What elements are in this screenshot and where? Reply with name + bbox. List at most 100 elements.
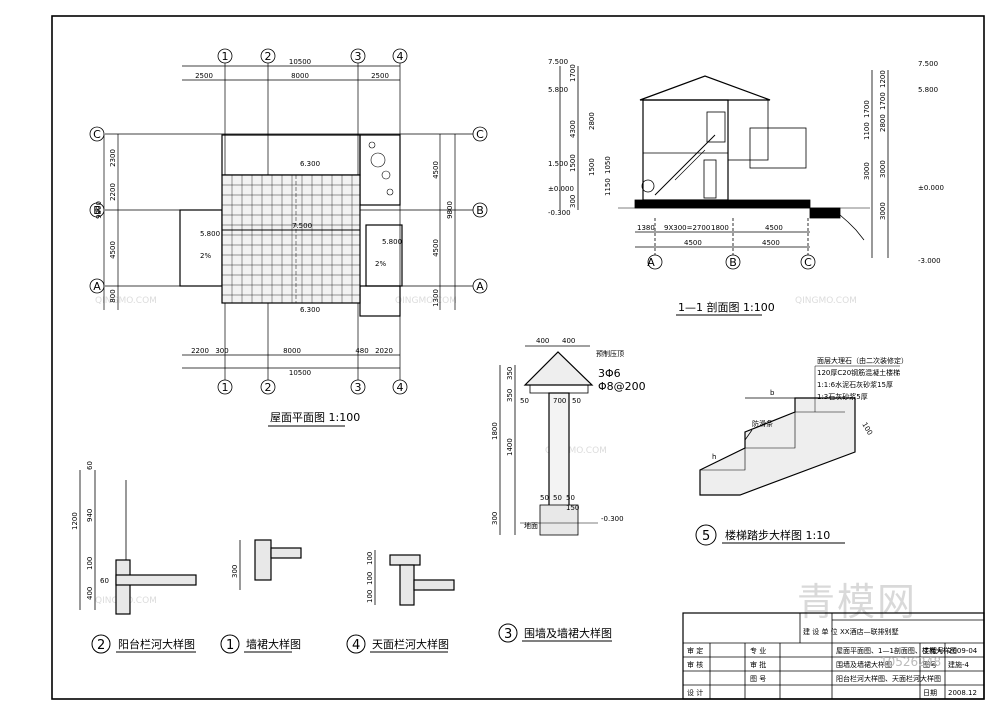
dim-text: 1200 — [879, 70, 887, 88]
title-block-text: 审 定 审 核 设 计 专 业 审 批 图 号 建 设 单 位 XX酒店—联排别… — [687, 627, 978, 697]
dim-text: 100 — [366, 590, 374, 603]
dim-text: 300 — [215, 347, 228, 355]
axis-label: B — [93, 204, 101, 217]
axis-label: 3 — [355, 381, 362, 394]
dim-text: 940 — [86, 509, 94, 522]
level-text: 5.800 — [918, 86, 938, 94]
dim-text: 400 — [536, 337, 549, 345]
title-block — [682, 612, 985, 700]
note-text: 120厚C20钢筋混凝土楼梯 — [817, 368, 900, 377]
axis-label: 4 — [397, 381, 404, 394]
dim-text: 3000 — [879, 202, 887, 220]
dim-text: 8000 — [283, 347, 301, 355]
dim-text: 100 — [860, 421, 874, 437]
level-text: 7.500 — [548, 58, 568, 66]
tb-row-label: 设 计 — [687, 688, 703, 697]
dim-text: 350 — [506, 389, 514, 402]
dim-text: 4500 — [432, 161, 440, 179]
dim-text: 2300 — [109, 149, 117, 167]
axis-label: 2 — [265, 381, 272, 394]
tb-drawing-line: 围墙及墙裙大样图 — [836, 660, 892, 669]
dim-text: 3000 — [879, 160, 887, 178]
detail-5-stair — [699, 365, 900, 496]
dim-text: 1380 — [637, 224, 655, 232]
dim-text: 4500 — [684, 239, 702, 247]
tb-right-value: 建施-4 — [948, 660, 970, 669]
rebar-text: Φ8@200 — [598, 380, 646, 393]
dim-text: 4500 — [762, 239, 780, 247]
dim-text: 10500 — [289, 369, 311, 377]
rebar-text: 3Φ6 — [598, 367, 621, 380]
detail-3-wall — [499, 345, 598, 536]
tb-row-label: 审 核 — [687, 660, 703, 669]
level-text: -0.300 — [601, 515, 624, 523]
note-text: 1:1:6水泥石灰砂浆15厚 — [817, 380, 893, 389]
dim-text: 480 — [355, 347, 368, 355]
detail-number: 4 — [352, 638, 360, 653]
level-text: ±0.000 — [548, 185, 574, 193]
level-text: 7.500 — [292, 222, 312, 230]
dim-text: 50 — [553, 494, 562, 502]
watermark-small: QINGMO.COM — [395, 296, 457, 306]
detail-4-parapet — [374, 550, 455, 606]
dim-text: 1700 — [863, 100, 871, 118]
tb-col-label: 审 批 — [750, 660, 766, 669]
dim-text: 350 — [506, 367, 514, 380]
tb-col-label: 专 业 — [750, 646, 766, 655]
dim-text: 1500 — [588, 158, 596, 176]
dim-text: 60 — [100, 577, 109, 585]
axis-label: 3 — [355, 50, 362, 63]
detail-number: 3 — [504, 627, 512, 642]
section-1-1 — [559, 66, 889, 270]
note-text: 预制压顶 — [596, 349, 624, 358]
dim-text: 1150 — [604, 178, 612, 196]
roof-plan — [103, 60, 475, 380]
dim-text: 1200 — [71, 512, 79, 530]
dim-text: 1700 — [879, 92, 887, 110]
tb-right-label: 日期 — [923, 689, 937, 697]
roof-plan-title: 屋面平面图 1:100 — [270, 411, 360, 424]
section-labels: A B C 7.500 5.800 1.500 ±0.000 -0.300 7.… — [548, 58, 944, 269]
dim-text: 50 — [566, 494, 575, 502]
dim-text: 100 — [366, 572, 374, 585]
watermark-small: QINGMO.COM — [545, 446, 607, 456]
dim-text: 2200 — [191, 347, 209, 355]
dim-text: 300 — [491, 512, 499, 525]
sheet-border — [51, 15, 985, 700]
level-text: 7.500 — [918, 60, 938, 68]
axis-label: 4 — [397, 50, 404, 63]
tb-right-label: 图号 — [923, 661, 937, 669]
detail-1-title: 墙裙大样图 — [246, 637, 301, 651]
dim-text: 4500 — [109, 241, 117, 259]
dim-text: 9800 — [446, 201, 454, 219]
dim-text: 100 — [86, 557, 94, 570]
level-text: 6.300 — [300, 160, 320, 168]
dim-text: 2200 — [109, 183, 117, 201]
dim-text: 1800 — [491, 422, 499, 440]
detail-4-labels: 100 100 100 — [366, 552, 374, 603]
dim-text: 1400 — [506, 438, 514, 456]
detail-3-labels: 400 400 预制压顶 3Φ6 Φ8@200 50 50 700 50 50 … — [491, 337, 646, 530]
section-title: 1—1 剖面图 1:100 — [678, 300, 775, 314]
note-text: 1:3石灰砂浆5厚 — [817, 392, 868, 401]
tb-right-value: 2008.12 — [948, 689, 977, 697]
level-text: -0.300 — [548, 209, 571, 217]
detail-marker — [498, 623, 518, 643]
dim-text: 100 — [366, 552, 374, 565]
tb-col-label: 图 号 — [750, 675, 766, 683]
dim-text: 2020 — [375, 347, 393, 355]
axis-label: C — [804, 256, 812, 269]
detail-marker — [695, 524, 717, 546]
axis-label: B — [729, 256, 737, 269]
dim-text: 150 — [566, 504, 579, 512]
detail-5-title: 楼梯踏步大样图 1:10 — [725, 528, 830, 542]
note-text: 防滑条 — [752, 419, 773, 428]
tb-number: 10526248 — [880, 655, 941, 669]
detail-number: 1 — [226, 638, 234, 653]
dim-text: 9X300=2700 — [664, 224, 710, 232]
dim-text: 1300 — [432, 289, 440, 307]
dim-text: h — [712, 453, 716, 461]
dim-text: 400 — [86, 587, 94, 600]
tb-drawing-line: 阳台栏河大样图、天面栏河大样图 — [836, 674, 941, 683]
